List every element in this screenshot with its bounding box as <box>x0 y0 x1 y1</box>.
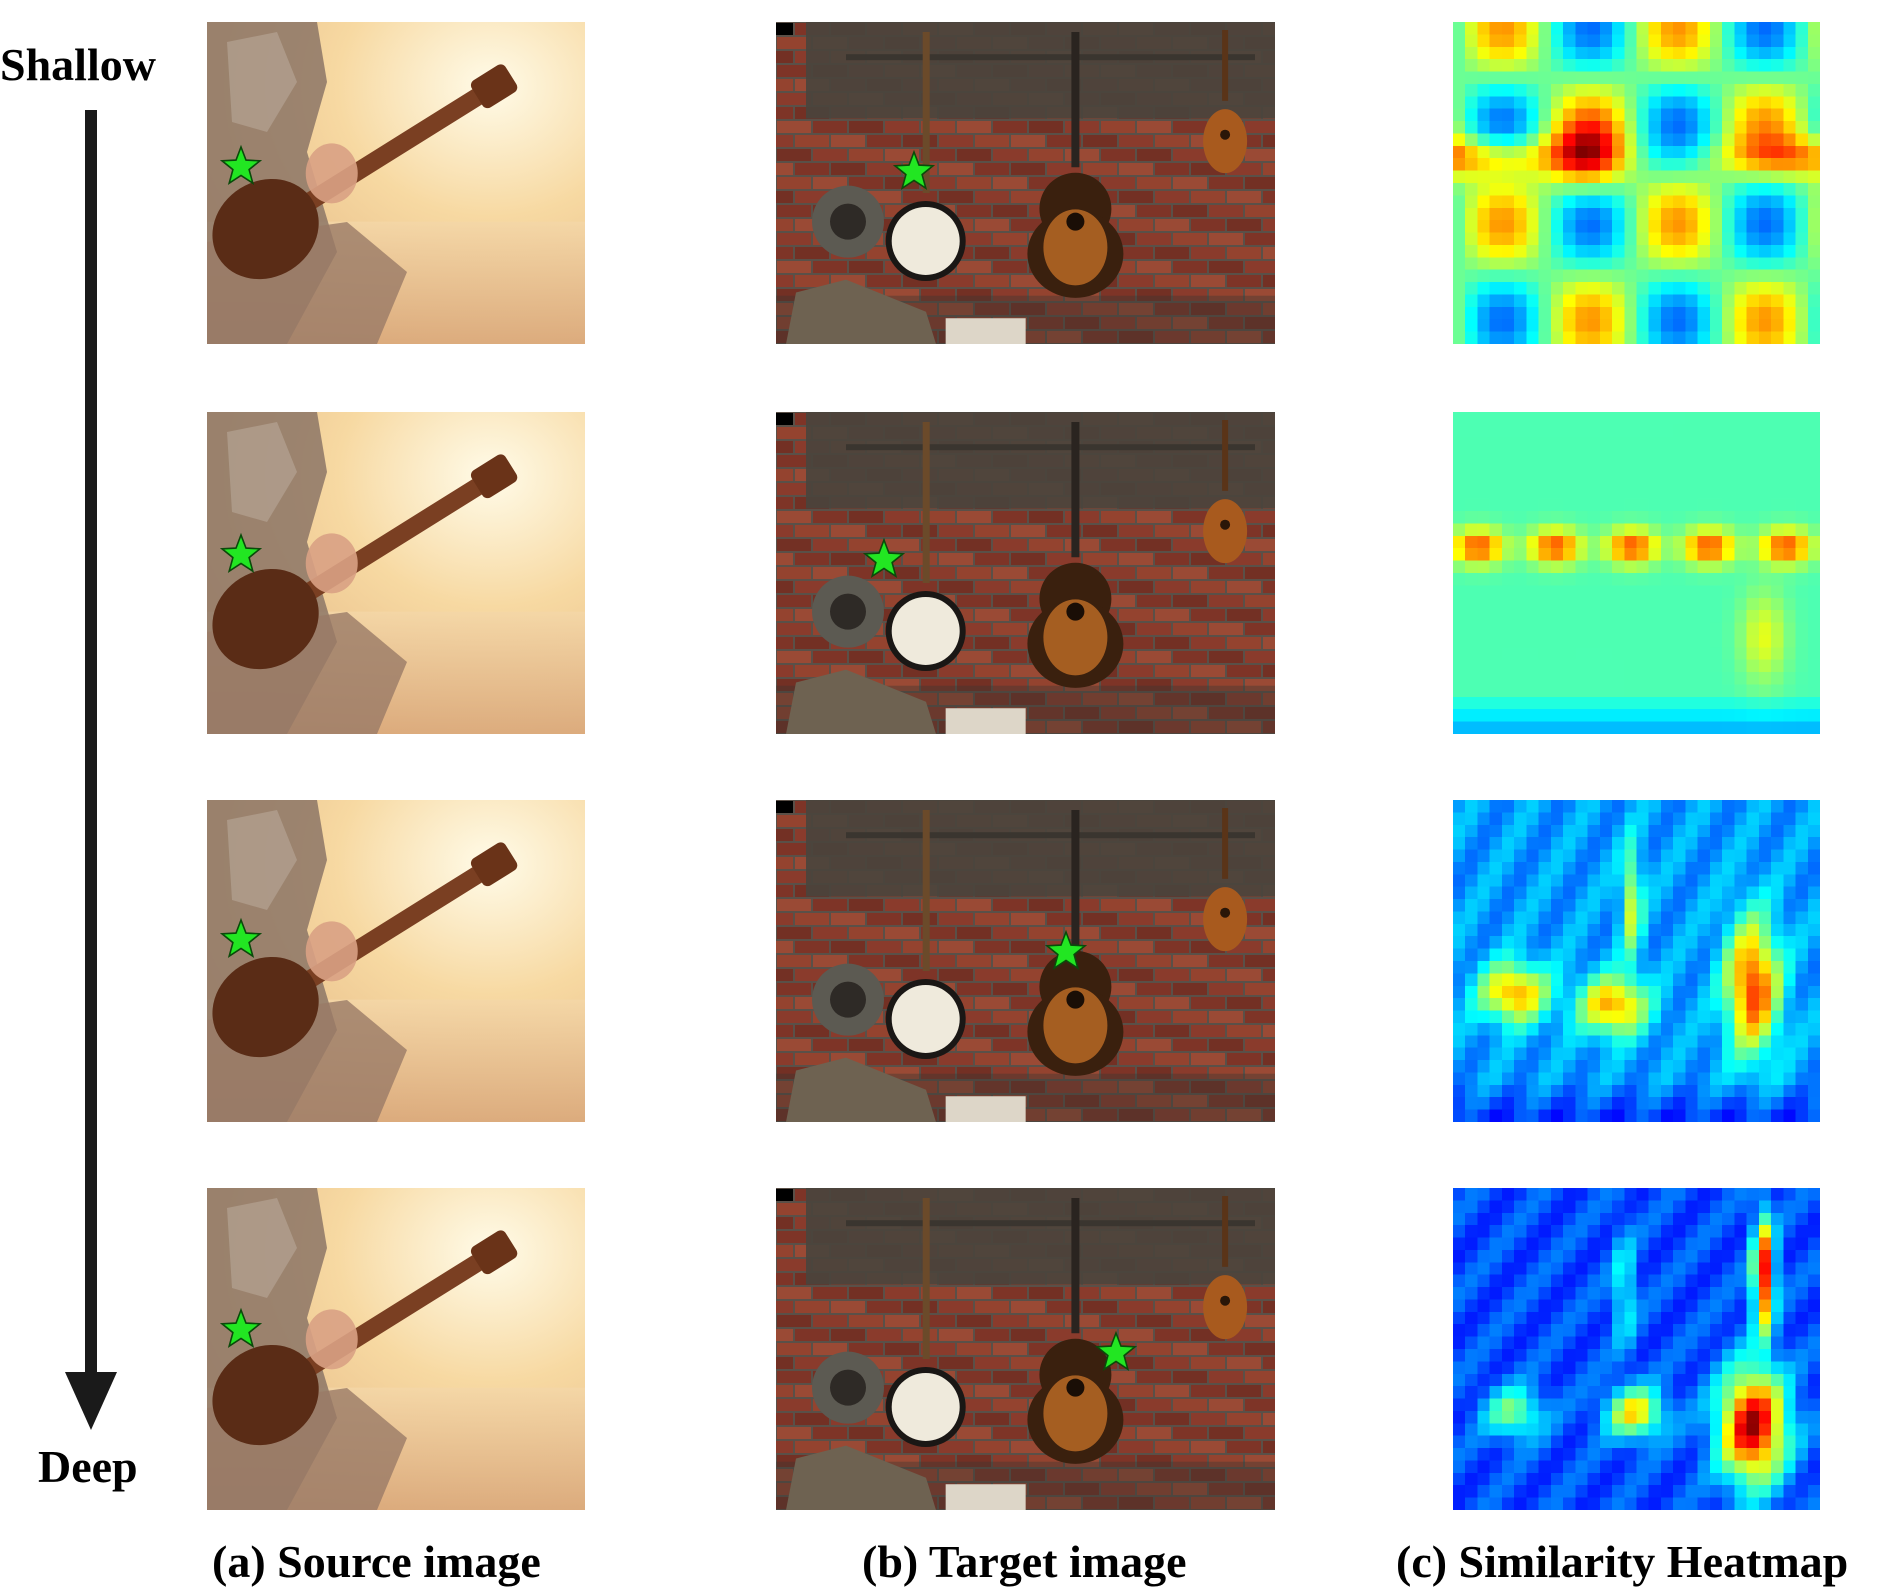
source-image <box>207 412 585 734</box>
deep-label: Deep <box>38 1441 138 1492</box>
caption-source-image: (a) Source image <box>212 1536 541 1587</box>
similarity-heatmap <box>1453 412 1820 734</box>
star-marker-icon <box>862 537 906 579</box>
star-marker-icon <box>892 149 936 191</box>
similarity-heatmap <box>1453 1188 1820 1510</box>
source-image <box>207 1188 585 1510</box>
star-marker-icon <box>1094 1330 1138 1372</box>
source-image <box>207 800 585 1122</box>
caption-target-image: (b) Target image <box>862 1536 1187 1587</box>
similarity-heatmap <box>1453 800 1820 1122</box>
caption-similarity-heatmap: (c) Similarity Heatmap <box>1396 1536 1849 1587</box>
star-marker-icon <box>219 532 263 574</box>
star-marker-icon <box>219 1307 263 1349</box>
star-marker-icon <box>219 144 263 186</box>
shallow-label: Shallow <box>0 39 156 90</box>
target-image <box>776 1188 1275 1510</box>
star-marker-icon <box>1044 929 1088 971</box>
target-image <box>776 412 1275 734</box>
depth-arrow <box>65 110 117 1430</box>
star-marker-icon <box>219 917 263 959</box>
source-image <box>207 22 585 344</box>
similarity-heatmap <box>1453 22 1820 344</box>
target-image <box>776 800 1275 1122</box>
target-image <box>776 22 1275 344</box>
